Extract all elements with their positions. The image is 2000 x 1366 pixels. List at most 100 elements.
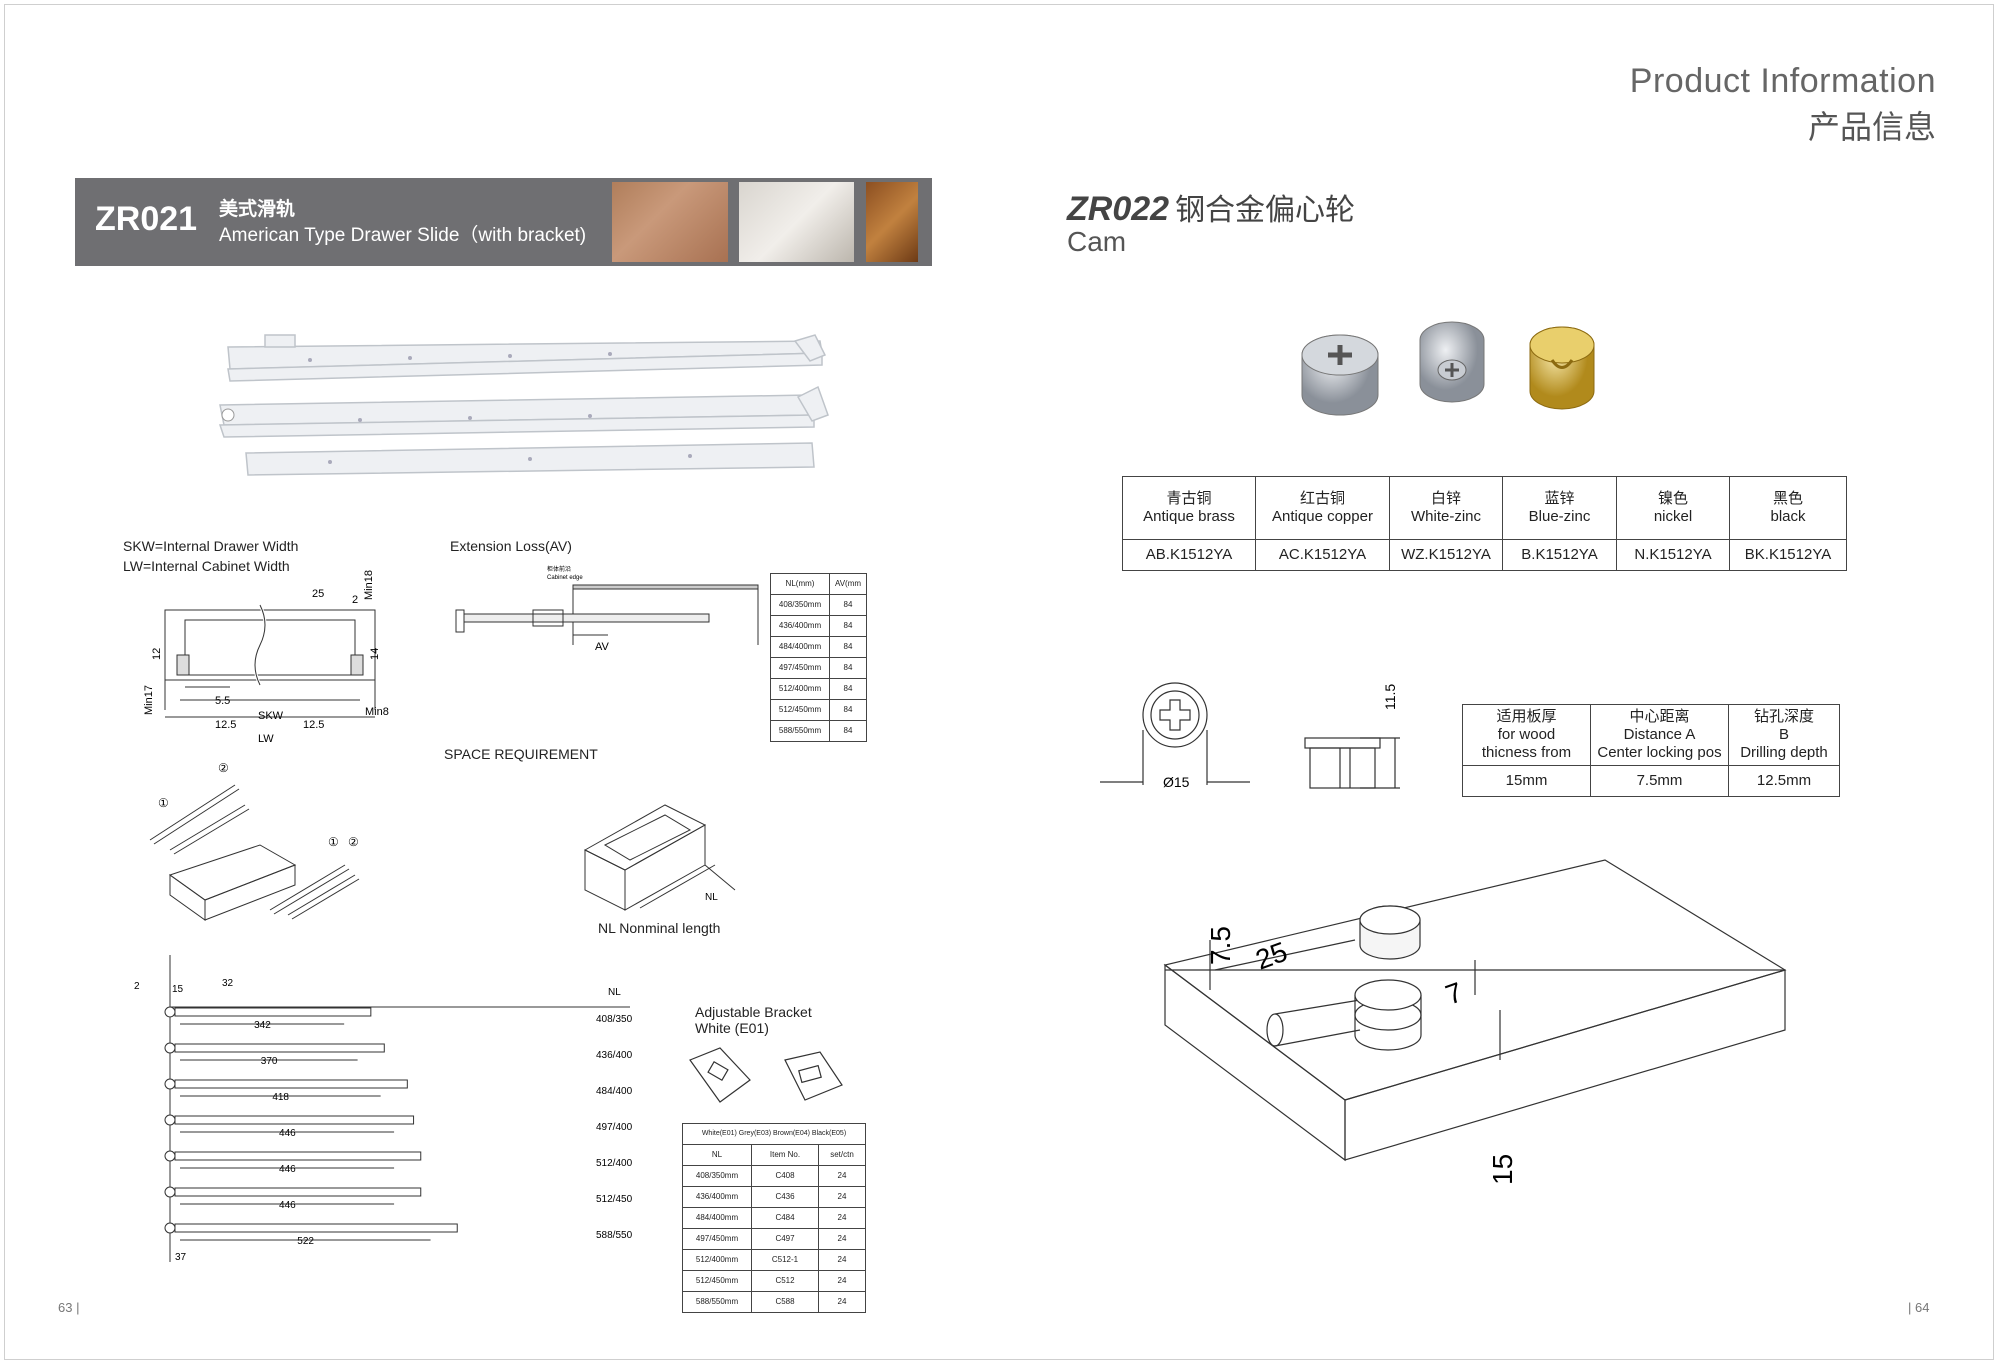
cam-dimension-drawing: Ø15 11.5 xyxy=(1100,682,1400,790)
install-dim-7-5: 7.5 xyxy=(1205,926,1236,965)
bracket-cell: 497/450mm xyxy=(682,1228,752,1250)
zr022-code: ZR022 xyxy=(1067,190,1170,228)
av-col-nl: NL(mm) xyxy=(770,573,830,595)
product-information-title-zh: 产品信息 xyxy=(1807,109,1936,145)
bracket-cell: 484/400mm xyxy=(682,1207,752,1229)
finish-code: N.K1512YA xyxy=(1616,539,1730,571)
zr021-banner: ZR021 美式滑轨 American Type Drawer Slide（wi… xyxy=(75,178,932,266)
bracket-cell: 24 xyxy=(818,1186,866,1208)
slide-end-circle xyxy=(164,1150,176,1162)
av-cell: 84 xyxy=(829,594,867,616)
slide-bar xyxy=(174,1223,458,1233)
slide-bar xyxy=(174,1187,422,1197)
av-cell: 484/400mm xyxy=(770,636,830,658)
av-cell: 512/400mm xyxy=(770,678,830,700)
bracket-cell: 512/400mm xyxy=(682,1249,752,1271)
page-border xyxy=(4,4,1994,1360)
finish-code: AC.K1512YA xyxy=(1255,539,1390,571)
finish-code: WZ.K1512YA xyxy=(1389,539,1503,571)
bracket-cell: 24 xyxy=(818,1270,866,1292)
bracket-cell: 24 xyxy=(818,1228,866,1250)
mark-1-right: ① xyxy=(328,835,339,849)
bracket-cell: 588/550mm xyxy=(682,1291,752,1313)
install-dim-15: 15 xyxy=(1487,1154,1518,1185)
banner-photo-2 xyxy=(739,182,854,262)
av-cell: 408/350mm xyxy=(770,594,830,616)
cross-section-diagram: 25 2 Min18 12 14 Min17 5.5 SKW 12.5 12.5… xyxy=(143,570,389,745)
av-cell: 588/550mm xyxy=(770,720,830,742)
bracket-cell: 24 xyxy=(818,1165,866,1187)
zr022-name-en: Cam xyxy=(1067,226,1127,257)
legend-skw: SKW=Internal Drawer Width xyxy=(123,538,299,554)
av-cell: 84 xyxy=(829,636,867,658)
bracket-subtitle: White (E01) xyxy=(695,1020,769,1036)
install-dim-7: 7 xyxy=(1441,976,1466,1010)
nl-length-label: 512/450 xyxy=(596,1194,633,1205)
zr021-name-zh: 美式滑轨 xyxy=(219,199,296,220)
bracket-cell: 408/350mm xyxy=(682,1165,752,1187)
bracket-table-header: White(E01) Grey(E03) Brown(E04) Black(E0… xyxy=(682,1123,866,1145)
dim-2: 2 xyxy=(352,594,358,606)
finish-code: BK.K1512YA xyxy=(1729,539,1847,571)
nl-length-label: 497/400 xyxy=(596,1122,633,1133)
legend-lw: LW=Internal Cabinet Width xyxy=(123,558,290,574)
nl-length-label: 588/550 xyxy=(596,1230,633,1241)
dim-value: 7.5mm xyxy=(1590,765,1729,797)
slide-end-circle xyxy=(164,1078,176,1090)
slide-bar xyxy=(174,1007,372,1017)
cabinet-edge-label-en: Cabinet edge xyxy=(547,575,583,581)
av-dim-label: AV xyxy=(595,641,610,653)
mark-2-right: ② xyxy=(348,835,359,849)
slide-bar xyxy=(174,1115,415,1125)
bracket-title: Adjustable Bracket xyxy=(695,1004,812,1020)
cabinet-edge-label: 柜体前沿 xyxy=(547,565,571,573)
bracket-cell: 436/400mm xyxy=(682,1186,752,1208)
bracket-drawing xyxy=(689,1047,843,1103)
slide-end-circle xyxy=(164,1114,176,1126)
page-number-left: 63 | xyxy=(58,1300,80,1315)
mark-1-left: ① xyxy=(158,796,169,810)
zr021-name-en: American Type Drawer Slide（with bracket) xyxy=(219,225,587,246)
dim-25: 25 xyxy=(312,588,324,600)
extension-loss-label: Extension Loss(AV) xyxy=(450,538,572,554)
dim-14: 14 xyxy=(369,648,381,660)
nl-length-label: 512/400 xyxy=(596,1158,633,1169)
dim-value: 12.5mm xyxy=(1728,765,1840,797)
bracket-col: NL xyxy=(682,1144,752,1166)
cam-photo-zinc xyxy=(1301,334,1379,416)
nl-length-label: 484/400 xyxy=(596,1086,633,1097)
dim-12-5-left: 12.5 xyxy=(215,719,236,731)
cam-photos xyxy=(1301,321,1595,416)
dim-value: 15mm xyxy=(1462,765,1591,797)
cam-photo-brass xyxy=(1529,326,1595,410)
cam-photo-nickel xyxy=(1419,321,1485,403)
inner-length-label: 446 xyxy=(279,1164,296,1175)
slide-end-circle xyxy=(164,1042,176,1054)
finish-code: B.K1512YA xyxy=(1502,539,1617,571)
av-cell: 436/400mm xyxy=(770,615,830,637)
nl-caption: NL Nonminal length xyxy=(598,920,721,936)
av-col-av: AV(mm xyxy=(829,573,867,595)
finish-code: AB.K1512YA xyxy=(1122,539,1256,571)
bracket-cell: C588 xyxy=(751,1291,819,1313)
inner-length-label: 418 xyxy=(272,1092,289,1103)
av-cell: 84 xyxy=(829,615,867,637)
av-cell: 84 xyxy=(829,657,867,679)
page-number-right: | 64 xyxy=(1908,1300,1930,1315)
space-requirement-label: SPACE REQUIREMENT xyxy=(444,746,598,762)
bracket-cell: C436 xyxy=(751,1186,819,1208)
bracket-cell: C484 xyxy=(751,1207,819,1229)
dim-min17: Min17 xyxy=(143,685,155,715)
cam-dim-height: 11.5 xyxy=(1382,684,1398,710)
slide-end-circle xyxy=(164,1006,176,1018)
